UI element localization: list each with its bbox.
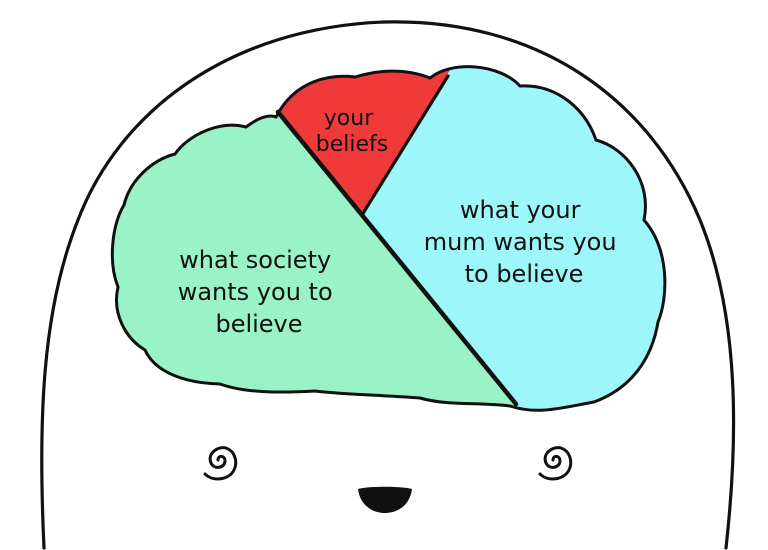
label-mum: what your mum wants you to believe [424,196,624,288]
head-outline [40,20,736,550]
divider-beliefs [360,74,450,217]
label-mum-line1: what your [460,196,581,224]
label-society-line2: wants you to [178,278,333,306]
label-society: what society wants you to believe [178,246,341,338]
label-your-beliefs: your beliefs [316,106,388,157]
label-mum-line2: mum wants you [424,228,617,256]
label-your-beliefs-line1: your [324,106,374,131]
left-eye-spiral-icon [203,446,238,481]
brain-outline [110,65,667,412]
divider-society [275,109,519,407]
open-mouth-icon [358,486,412,513]
segment-your-beliefs [276,66,450,215]
label-society-line1: what society [179,246,331,274]
right-eye-spiral-icon [538,446,573,481]
label-society-line3: believe [215,310,302,338]
label-your-beliefs-line2: beliefs [316,132,388,157]
label-mum-line3: to believe [465,260,584,288]
